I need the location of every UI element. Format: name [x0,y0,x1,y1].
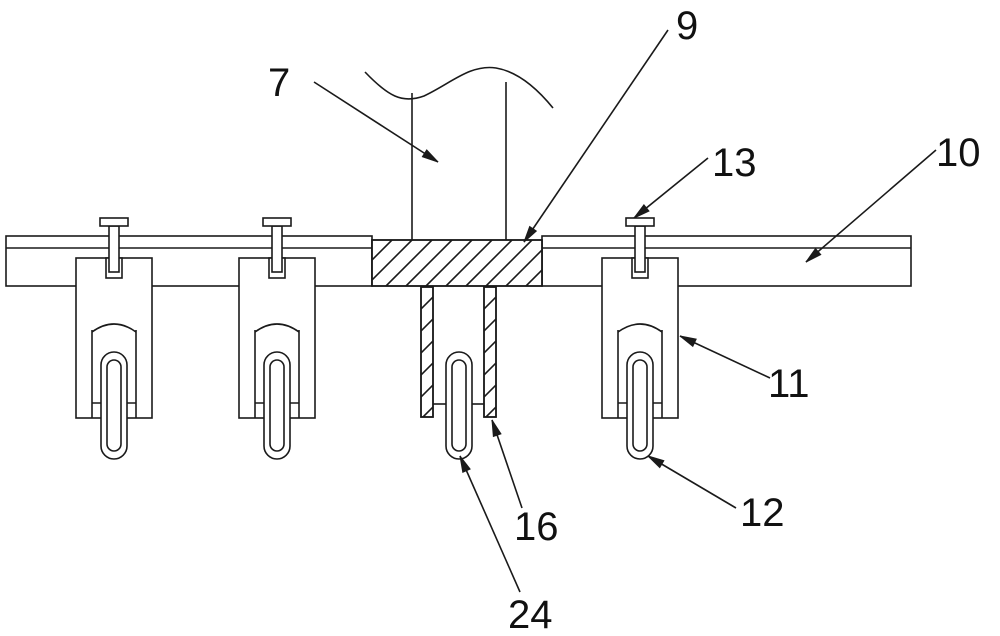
rail-left [5,235,373,287]
label-9: 9 [676,4,698,48]
label-7: 7 [268,61,290,105]
leader-9 [523,29,669,243]
wheel-center [433,351,484,460]
rail-right [541,235,912,287]
hanger-arms [420,286,497,418]
leader-13 [633,157,709,219]
part-labels: 7 9 13 10 11 12 16 24 [268,4,981,636]
label-12: 12 [740,491,785,535]
leader-lines [313,29,937,593]
trolley-1 [75,217,153,460]
trolley-assemblies [75,217,679,460]
label-13: 13 [712,141,757,185]
leader-11 [679,335,771,379]
label-16: 16 [514,505,559,549]
leader-7 [313,81,439,163]
label-10: 10 [936,131,981,175]
leader-16 [491,419,523,509]
central-plate [371,239,543,287]
upper-post [364,66,554,240]
leader-10 [805,149,937,263]
trolley-2 [238,217,316,460]
trolley-3 [601,217,679,460]
label-11: 11 [768,362,810,406]
label-24: 24 [508,593,553,636]
leader-24 [459,455,521,593]
leader-12 [647,455,737,509]
